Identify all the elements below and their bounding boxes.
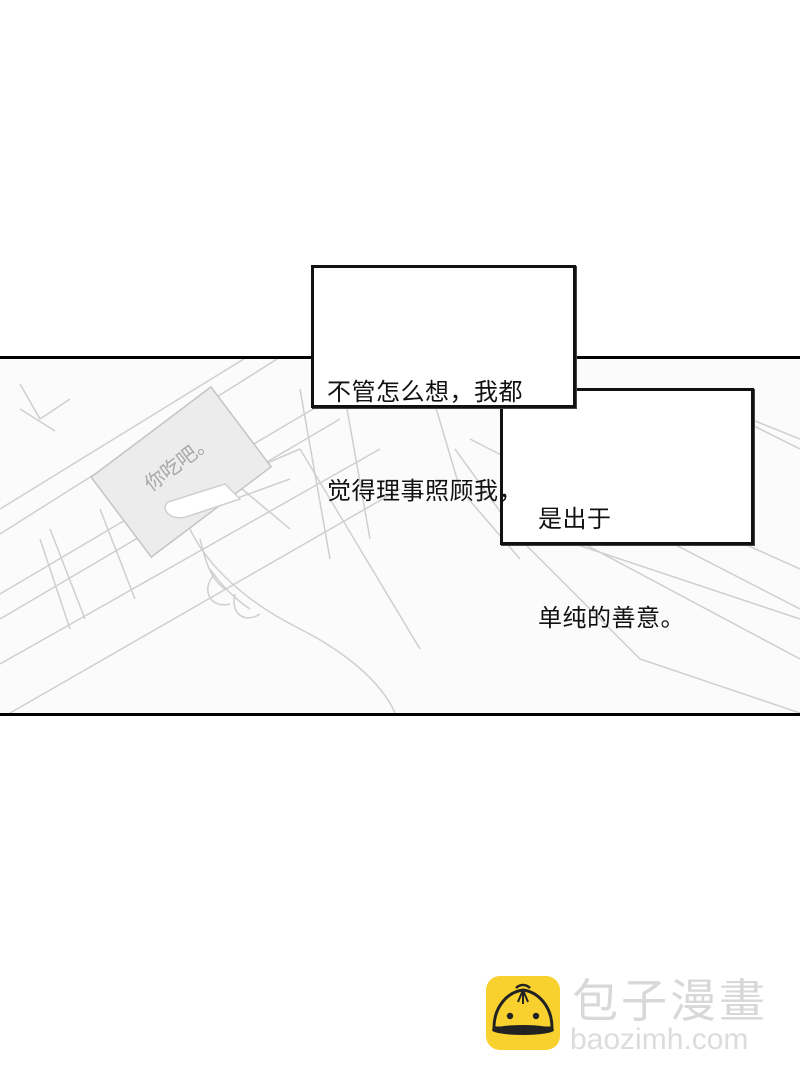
bun-logo-icon: [486, 976, 560, 1050]
caption-box-2: [500, 388, 754, 545]
caption-text-2: 是出于 单纯的善意。: [538, 437, 685, 701]
caption-box-join: [500, 388, 573, 405]
caption-line: 觉得理事照顾我，: [327, 477, 523, 505]
note-card: [90, 385, 273, 559]
caption-line: 是出于: [538, 505, 612, 533]
caption-line: 单纯的善意。: [538, 604, 685, 632]
watermark-title: 包子漫畫: [572, 974, 768, 1028]
watermark: 包子漫畫 baozimh.com: [486, 976, 786, 1056]
caption-box-1: [311, 265, 576, 408]
watermark-url: baozimh.com: [570, 1023, 749, 1056]
caption-line: 不管怎么想，我都: [327, 378, 523, 406]
caption-text-1: 不管怎么想，我都 觉得理事照顾我，: [327, 310, 523, 574]
